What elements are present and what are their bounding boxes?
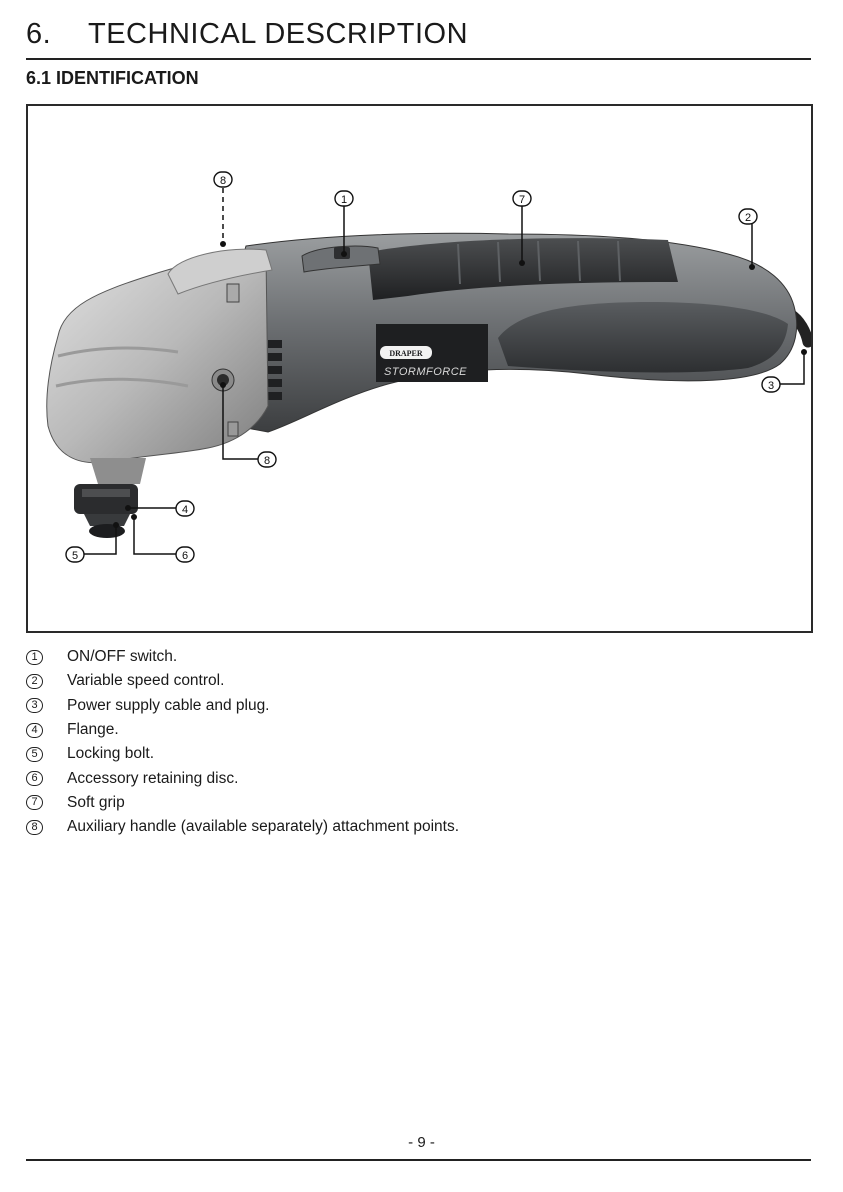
legend-text: ON/OFF switch. (67, 648, 177, 666)
callout-3: 3 (768, 380, 774, 392)
legend-item: 1 ON/OFF switch. (26, 645, 459, 669)
legend-item: 8 Auxiliary handle (available separately)… (26, 815, 459, 839)
identification-figure: DRAPER STORMFORCE (26, 104, 813, 633)
callout-6: 6 (182, 550, 188, 562)
legend-text: Flange. (67, 721, 119, 739)
legend-item: 3 Power supply cable and plug. (26, 694, 459, 718)
legend-number-badge: 2 (26, 674, 43, 689)
callout-7: 7 (519, 194, 525, 206)
legend-text: Power supply cable and plug. (67, 697, 270, 715)
legend-number-badge: 3 (26, 698, 43, 713)
legend-number-badge: 1 (26, 650, 43, 665)
legend-text: Auxiliary handle (available separately) … (67, 818, 459, 836)
page-title: 6.TECHNICAL DESCRIPTION (26, 20, 468, 49)
parts-legend: 1 ON/OFF switch. 2 Variable speed control.… (26, 645, 459, 839)
legend-text: Soft grip (67, 794, 125, 812)
legend-number-badge: 7 (26, 795, 43, 810)
legend-text: Locking bolt. (67, 745, 154, 763)
callout-2: 2 (745, 212, 751, 224)
legend-text: Variable speed control. (67, 672, 224, 690)
callout-8-side: 8 (264, 455, 270, 467)
legend-number-badge: 5 (26, 747, 43, 762)
callout-8-top: 8 (220, 175, 226, 187)
tool-illustration: DRAPER STORMFORCE (28, 106, 811, 631)
legend-number-badge: 8 (26, 820, 43, 835)
page-number: - 9 - (0, 1134, 843, 1151)
section-number: 6. (26, 20, 88, 49)
legend-item: 6 Accessory retaining disc. (26, 766, 459, 790)
legend-item: 5 Locking bolt. (26, 742, 459, 766)
legend-number-badge: 4 (26, 723, 43, 738)
legend-text: Accessory retaining disc. (67, 770, 238, 788)
section-title: TECHNICAL DESCRIPTION (88, 18, 468, 50)
brand-text: STORMFORCE (384, 366, 467, 378)
callout-1: 1 (341, 194, 347, 206)
subsection-title: 6.1 IDENTIFICATION (26, 69, 199, 87)
legend-number-badge: 6 (26, 771, 43, 786)
footer-rule (26, 1159, 811, 1161)
title-rule (26, 58, 811, 60)
spindle-neck (90, 458, 146, 484)
legend-item: 4 Flange. (26, 718, 459, 742)
draper-logo-text: DRAPER (389, 349, 423, 358)
callout-4: 4 (182, 504, 188, 516)
locking-bolt (89, 524, 125, 538)
lower-grip (498, 302, 788, 372)
legend-item: 7 Soft grip (26, 791, 459, 815)
legend-item: 2 Variable speed control. (26, 669, 459, 693)
callout-5: 5 (72, 550, 78, 562)
